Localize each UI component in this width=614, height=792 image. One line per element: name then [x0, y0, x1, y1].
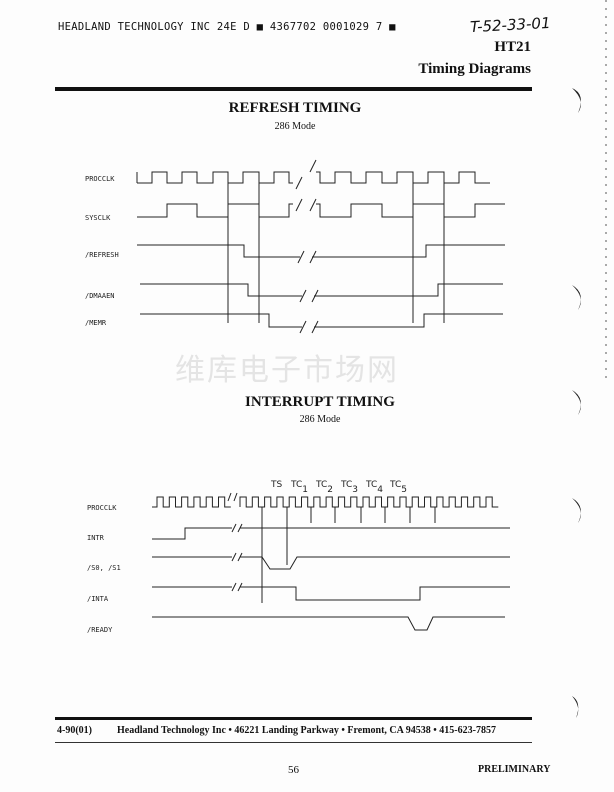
signal-label-refresh: /REFRESH	[85, 251, 119, 259]
section-title: Timing Diagrams	[418, 61, 531, 77]
scan-header-line: HEADLAND TECHNOLOGY INC 24E D ■ 4367702 …	[58, 21, 396, 33]
watermark: 维库电子市场网	[175, 353, 399, 388]
refresh-memr-waveform	[140, 313, 503, 334]
document-code: 4-90(01)	[57, 725, 92, 736]
interrupt-procclk-waveform	[152, 492, 499, 508]
interrupt-intr-waveform	[152, 523, 510, 540]
bus-state-label: TS	[270, 480, 282, 490]
signal-label-inta: /INTA	[87, 595, 109, 603]
interrupt-ready-waveform	[152, 616, 505, 631]
signal-label-ready: /READY	[87, 626, 113, 634]
refresh-dmaaen-waveform	[140, 283, 503, 303]
signal-label-procclk: PROCCLK	[87, 504, 117, 512]
refresh-timing-subtitle: 286 Mode	[274, 121, 316, 132]
binder-holes	[572, 88, 581, 718]
product-name: HT21	[494, 39, 531, 55]
interrupt-s0-s1-waveform	[152, 552, 510, 570]
interrupt-inta-waveform	[152, 582, 510, 601]
page-number: 56	[288, 764, 299, 776]
refresh-procclk-waveform	[136, 159, 490, 190]
signal-label-procclk: PROCCLK	[85, 175, 115, 183]
bus-state-label: TC1	[290, 480, 308, 495]
signal-label-sysclk: SYSCLK	[85, 214, 111, 222]
refresh-refresh-waveform	[137, 244, 505, 264]
interrupt-timing-title: INTERRUPT TIMING	[245, 394, 395, 410]
bus-state-label: TC2	[315, 480, 333, 495]
bus-state-label: TC3	[340, 480, 358, 495]
bus-state-label: TC5	[389, 480, 407, 495]
signal-label-intr: INTR	[87, 534, 105, 542]
refresh-sysclk-waveform	[137, 198, 505, 218]
header-rule	[55, 87, 532, 91]
company-address: Headland Technology Inc • 46221 Landing …	[117, 725, 496, 736]
signal-label-dmaaen: /DMAAEN	[85, 292, 115, 300]
bus-state-label: TC4	[365, 480, 383, 495]
footer-rule-bottom	[55, 742, 532, 743]
bus-state-labels: TS TC1 TC2 TC3 TC4 TC5	[270, 480, 407, 495]
refresh-timing-title: REFRESH TIMING	[228, 100, 362, 116]
interrupt-timing-subtitle: 286 Mode	[299, 414, 341, 425]
refresh-reference-lines	[227, 183, 445, 323]
signal-label-memr: /MEMR	[85, 319, 107, 327]
interrupt-state-ticks	[261, 507, 436, 603]
preliminary-label: PRELIMINARY	[478, 764, 551, 775]
footer-rule-top	[55, 717, 532, 720]
signal-label-s0-s1: /S0, /S1	[87, 564, 121, 572]
